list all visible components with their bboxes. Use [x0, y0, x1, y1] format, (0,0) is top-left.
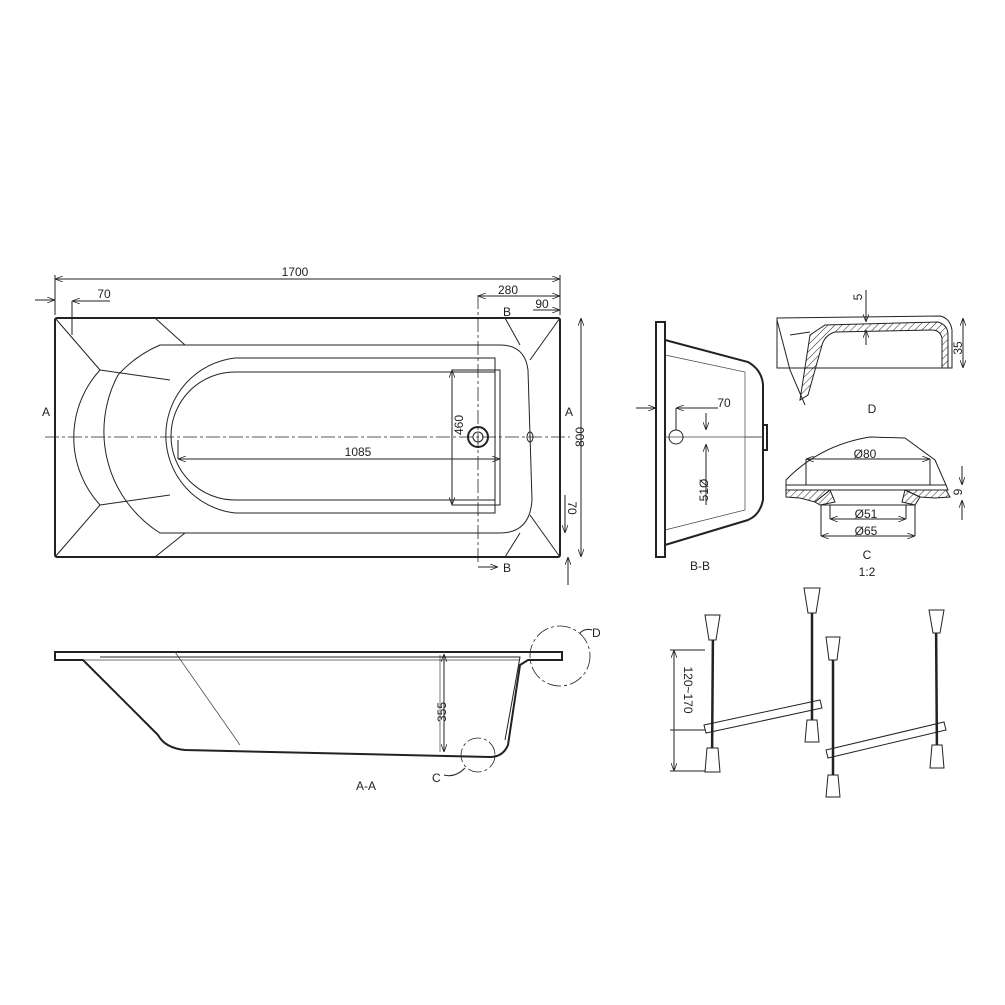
dim-drain-offset: 280: [498, 283, 518, 297]
overflow-icon: [526, 431, 534, 443]
detail-c-scale: 1:2: [859, 565, 876, 579]
dim-depth: 355: [435, 702, 449, 722]
detail-c-label: C: [863, 548, 872, 562]
drain-icon: [467, 426, 489, 448]
dim-thickness-d: 5: [851, 293, 865, 300]
detail-c-marker: [460, 737, 496, 773]
dim-overflow: 70: [717, 396, 731, 410]
dim-inner-length: 1085: [345, 445, 372, 459]
detail-c: Ø80 Ø51 Ø65 9 C 1:2: [785, 436, 965, 579]
section-bb: 70 51Ø B-B: [636, 321, 768, 573]
dim-leg-height: 120~170: [681, 666, 695, 713]
detail-c-ref: C: [432, 771, 441, 785]
dim-length: 1700: [282, 265, 309, 279]
dim-mid: Ø65: [855, 524, 878, 538]
dim-rim-right: 90: [535, 297, 549, 311]
tub-outline: [54, 317, 561, 558]
section-aa: 355 D C A-A: [54, 625, 601, 793]
dim-overflow-dia: 51Ø: [697, 479, 711, 502]
section-a-left: A: [42, 405, 50, 419]
tub-inner-rim: [103, 344, 533, 534]
dim-rim-bottom: 70: [565, 501, 579, 515]
section-b-top: B: [503, 305, 511, 319]
section-b-bottom: B: [503, 561, 511, 575]
dim-outer: Ø80: [854, 447, 877, 461]
detail-d-label: D: [868, 402, 877, 416]
dim-thickness-c: 9: [951, 488, 965, 495]
section-a-right: A: [565, 405, 573, 419]
dim-rim-left: 70: [97, 287, 111, 301]
detail-d-ref: D: [592, 626, 601, 640]
detail-d: 5 35 D: [776, 290, 965, 416]
detail-d-marker: [529, 625, 591, 687]
dim-width: 800: [573, 427, 587, 447]
section-bb-label: B-B: [690, 559, 710, 573]
dim-inner-width: 460: [452, 415, 466, 435]
support-legs: 120~170: [670, 587, 947, 798]
section-aa-label: A-A: [356, 779, 376, 793]
dim-height-d: 35: [951, 341, 965, 355]
top-view: 1700 70 280 90 B B A A 800 460 1085 70: [35, 265, 587, 585]
dim-inner: Ø51: [855, 507, 878, 521]
